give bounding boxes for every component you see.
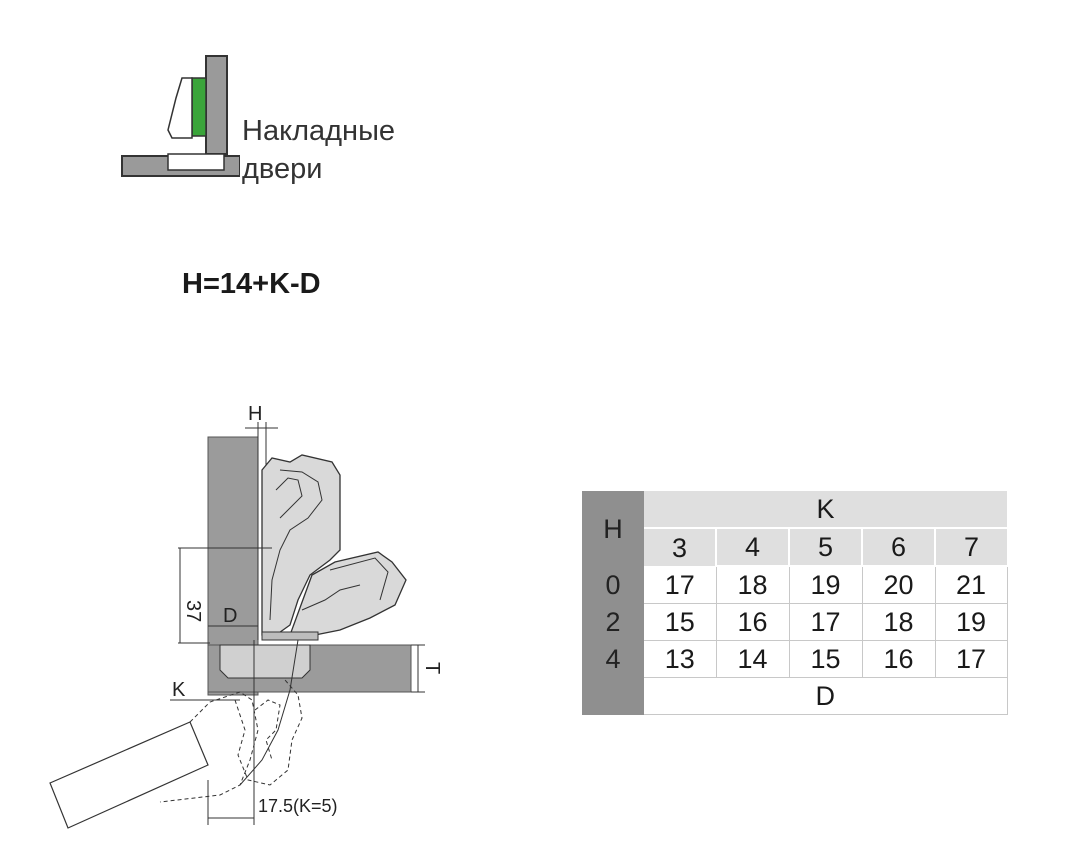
label-bottom-dim: 17.5(K=5) xyxy=(258,796,338,816)
d-value: 15 xyxy=(789,640,863,678)
door-open-outline xyxy=(49,721,209,829)
d-value: 17 xyxy=(789,603,863,641)
door-type-caption: Накладные двери xyxy=(242,112,395,188)
d-value: 17 xyxy=(935,640,1008,678)
h-blank xyxy=(582,677,644,715)
formula: H=14+K-D xyxy=(182,268,321,300)
d-value: 19 xyxy=(789,566,863,604)
d-value: 21 xyxy=(935,566,1008,604)
overlay-door-hinge-icon xyxy=(121,55,240,177)
k-values-row: 3 4 5 6 7 xyxy=(582,528,1007,567)
label-h: H xyxy=(248,403,262,425)
caption-line1: Накладные xyxy=(242,115,396,147)
d-value: 18 xyxy=(716,566,790,604)
table-row: 4 13 14 15 16 17 xyxy=(582,640,1008,678)
h-value: 4 xyxy=(582,640,644,678)
d-value: 16 xyxy=(716,603,790,641)
label-d: D xyxy=(223,605,237,627)
k-value: 5 xyxy=(788,528,862,567)
table-row: 2 15 16 17 18 19 xyxy=(582,603,1008,641)
k-value: 3 xyxy=(644,528,716,566)
d-value: 14 xyxy=(716,640,790,678)
caption-line2: двери xyxy=(242,153,323,185)
d-value: 15 xyxy=(644,603,717,641)
k-value: 6 xyxy=(861,528,935,567)
d-value: 13 xyxy=(644,640,717,678)
table-footer-row: D xyxy=(582,677,1008,715)
d-value: 18 xyxy=(862,603,936,641)
d-value: 17 xyxy=(644,566,717,604)
label-37: 37 xyxy=(182,600,204,622)
d-value: 19 xyxy=(935,603,1008,641)
h-value: 2 xyxy=(582,603,644,641)
col-footer-d: D xyxy=(644,677,1008,715)
k-value: 4 xyxy=(715,528,789,567)
table-row: 0 17 18 19 20 21 xyxy=(582,566,1008,604)
row-header-h: H xyxy=(582,491,644,566)
label-t: T xyxy=(421,662,440,674)
label-k: K xyxy=(172,679,186,701)
col-header-k: K xyxy=(644,491,1007,529)
d-value: 16 xyxy=(862,640,936,678)
hinge-technical-drawing: H 37 D T K 17.5(K=5) xyxy=(49,403,440,829)
h-value: 0 xyxy=(582,566,644,604)
hinge-data-table: H K 3 4 5 6 7 0 17 18 19 20 21 2 15 16 1… xyxy=(582,491,1008,715)
k-value: 7 xyxy=(934,528,1007,567)
d-value: 20 xyxy=(862,566,936,604)
